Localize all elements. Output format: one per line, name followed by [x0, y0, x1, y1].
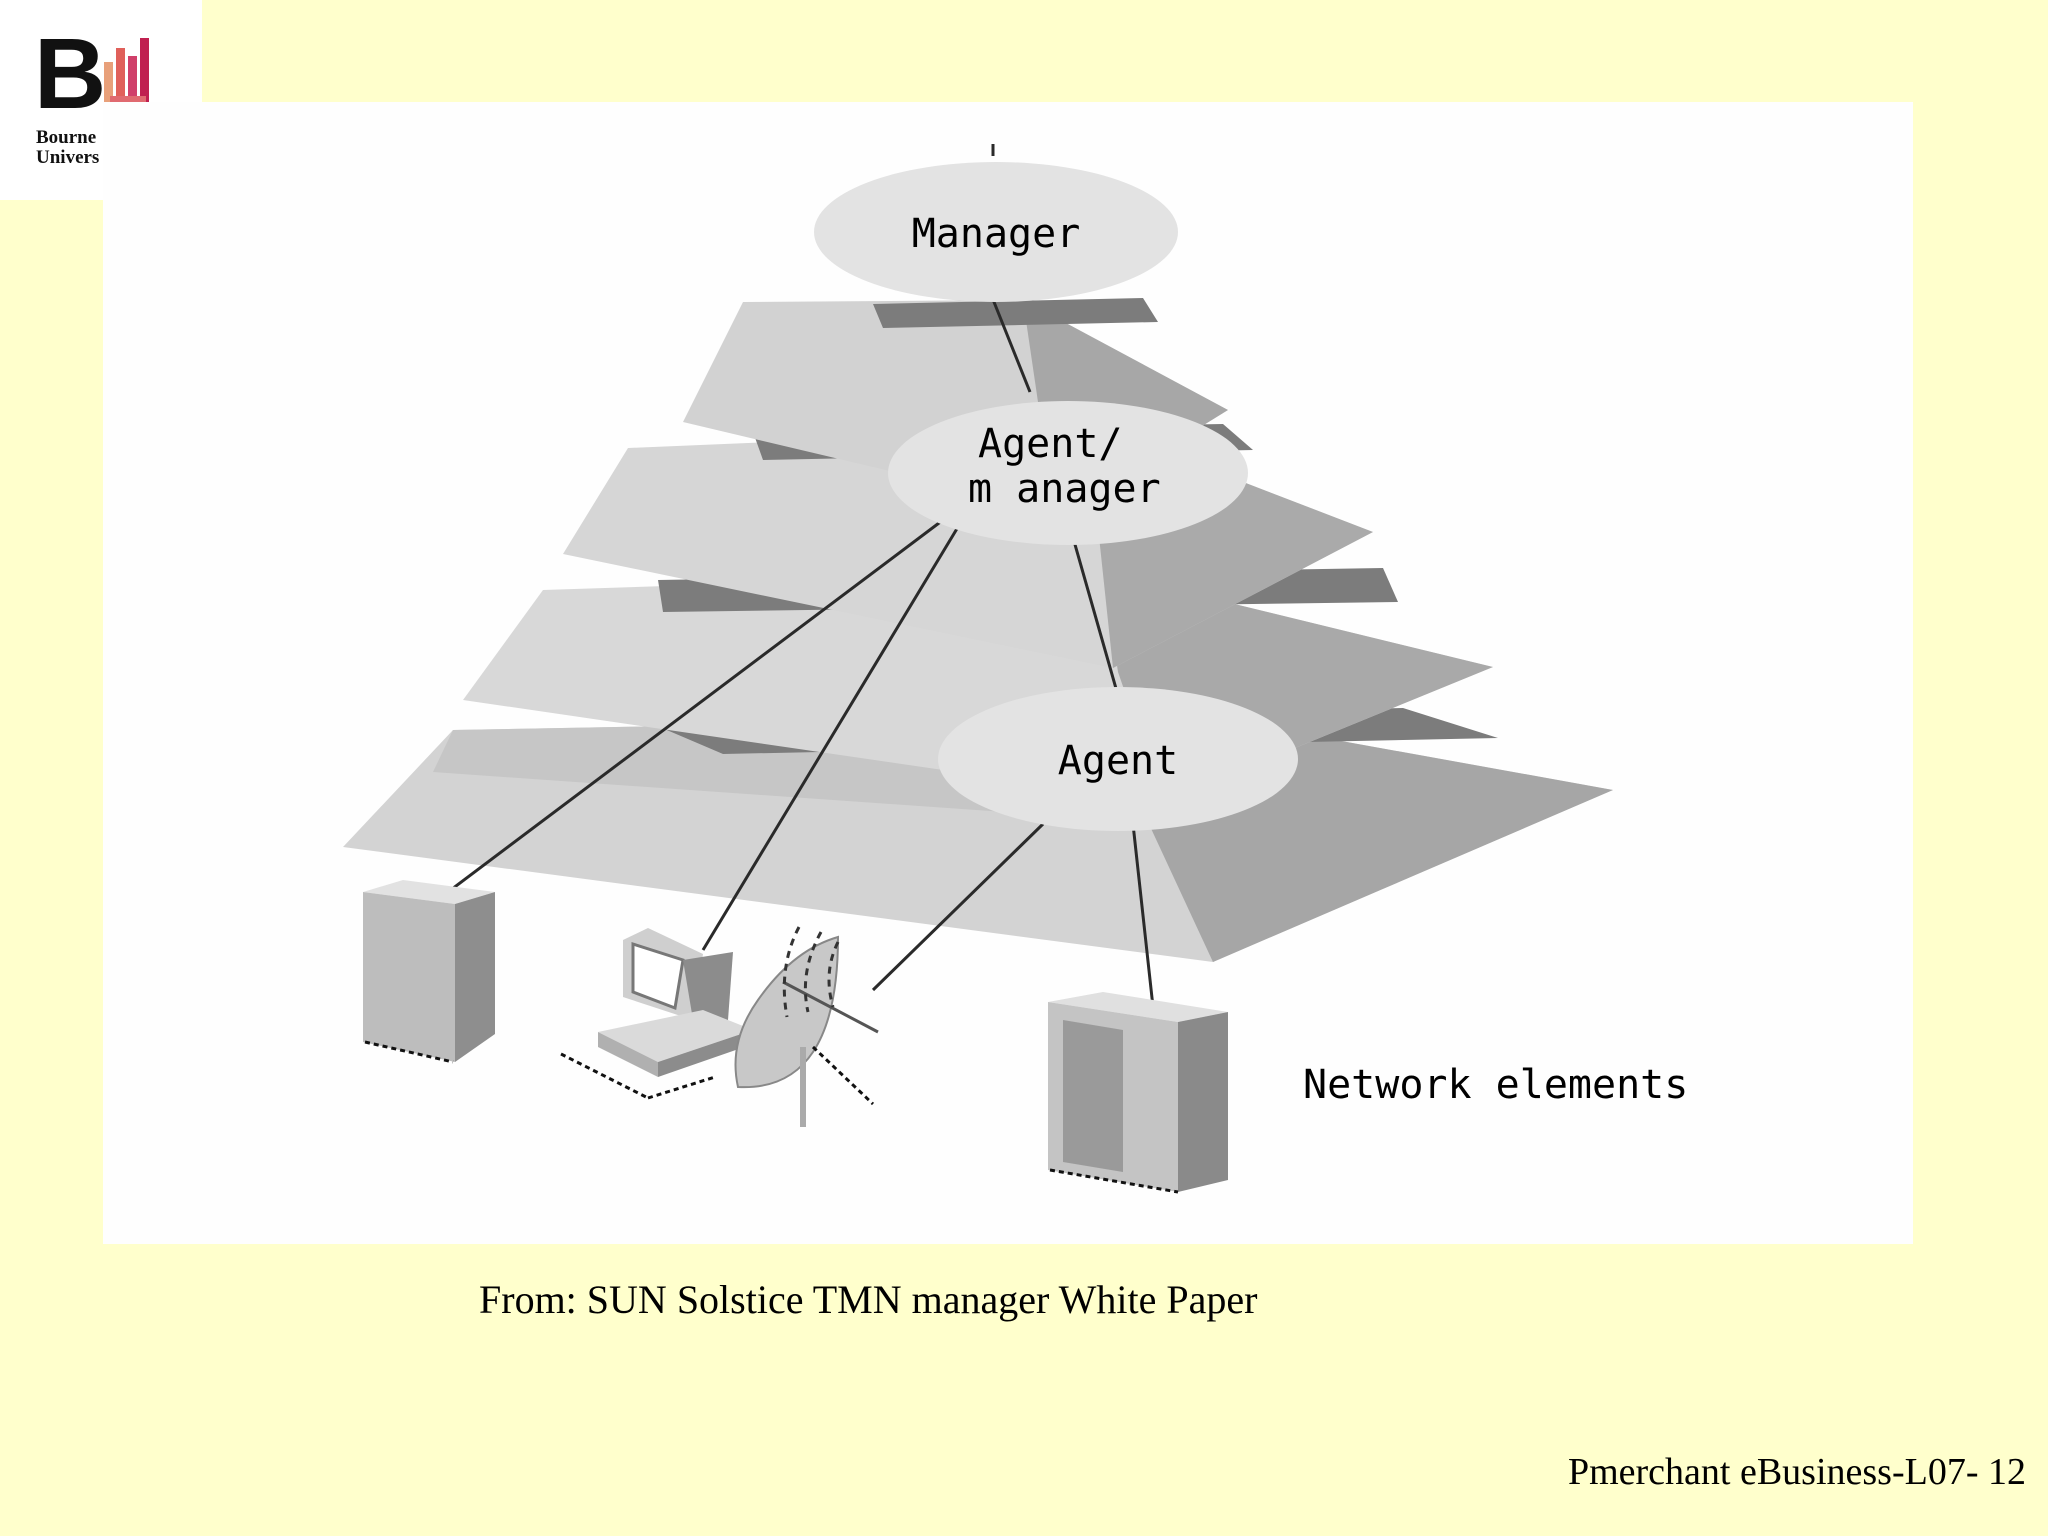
logo-bar — [116, 48, 125, 106]
satellite-dish-icon — [734, 926, 879, 1127]
logo-bar — [104, 62, 113, 106]
pyramid — [343, 298, 1613, 962]
pyramid-band — [873, 298, 1158, 328]
connection-lines — [447, 144, 1155, 1008]
agent-label: Agent — [1058, 738, 1178, 784]
manager-node — [814, 162, 1178, 302]
agent-manager-node — [888, 401, 1248, 545]
network-elements-label: Network elements — [1303, 1062, 1688, 1108]
server-tower-icon — [363, 880, 495, 1064]
logo-bar — [140, 38, 149, 106]
cabinet-server-icon — [1048, 992, 1228, 1194]
logo-bar — [128, 56, 137, 106]
link-to-server-tower — [447, 518, 944, 894]
logo-letter-b: B — [34, 32, 106, 110]
link-to-satellite-dish — [871, 822, 1045, 992]
slide-footer: Pmerchant eBusiness-L07- 12 — [1567, 1451, 2026, 1493]
agent-manager-label-line1: Agent/ — [978, 421, 1123, 467]
workstation-icon — [560, 928, 753, 1100]
agent-manager-label-line2: m anager — [968, 466, 1161, 512]
tmn-pyramid-figure: Manager Agent/ m anager Agent — [103, 102, 1913, 1244]
university-logo: B Bourne Univers — [0, 0, 202, 200]
manager-label: Manager — [912, 211, 1081, 257]
link-manager-agent-manager — [988, 291, 1032, 393]
nodes: Manager Agent/ m anager Agent — [814, 162, 1298, 831]
link-to-cabinet-server — [1131, 823, 1155, 1008]
logo-text-line2: Univers — [36, 148, 100, 168]
bu-logo-mark: B — [34, 32, 149, 110]
logo-text-line1: Bourne — [36, 128, 97, 148]
tmn-pyramid-diagram: Manager Agent/ m anager Agent — [343, 144, 1688, 1194]
figure-caption: From: SUN Solstice TMN manager White Pap… — [479, 1277, 1258, 1322]
agent-node — [938, 687, 1298, 831]
logo-bar-base — [110, 96, 146, 106]
link-agent-manager-agent — [1068, 526, 1119, 693]
link-to-workstation — [701, 521, 963, 951]
